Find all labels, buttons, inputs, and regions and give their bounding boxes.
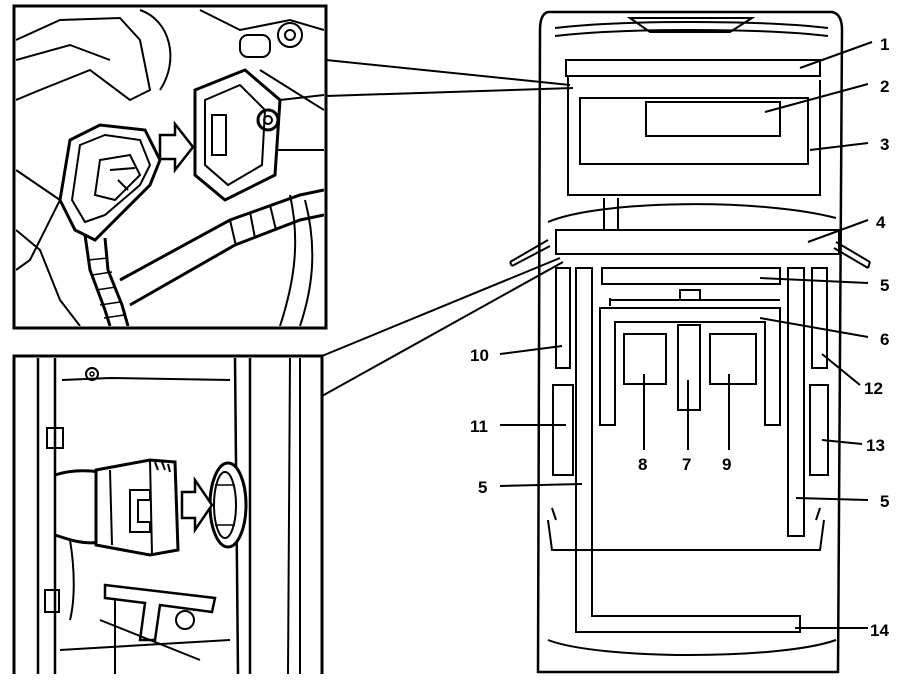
component-4-bar [555,229,840,255]
component-13-strip [809,384,829,476]
component-blocks [552,59,840,633]
insert-arrow-icon [158,120,195,174]
component-10-strip [555,267,571,369]
callout-9: 9 [722,455,731,474]
callout-labels: 1 2 3 4 5 6 12 13 5 14 10 11 5 8 7 9 [470,35,889,640]
round-connector-plug-detail-illustration [36,358,301,674]
callout-8: 8 [638,455,647,474]
inset-leader-lines [321,59,574,397]
top-inset-detail [12,4,328,330]
bottom-inset-detail [12,354,324,674]
callout-11: 11 [470,417,488,436]
component-2-module [645,101,781,137]
callout-6: 6 [880,330,889,349]
component-11-strip [552,384,574,476]
connector-plug-detail-illustration [16,9,324,326]
appliance-cabinet-outline [509,10,871,674]
component-9-module [709,333,757,385]
component-12-strip [811,267,828,369]
insert-arrow-icon [180,475,214,535]
component-14-duct [575,267,801,633]
callout-2: 2 [880,77,889,96]
callout-4: 4 [876,213,886,232]
callout-7: 7 [682,455,691,474]
callout-5-left: 5 [478,478,487,497]
component-1-bar [565,59,821,77]
component-5-right-duct [787,267,805,537]
callout-5-upper: 5 [880,276,889,295]
callout-10: 10 [470,346,489,365]
callout-14: 14 [870,621,889,640]
callout-13: 13 [866,436,885,455]
callout-5-right: 5 [880,492,889,511]
callout-3: 3 [880,135,889,154]
callout-12: 12 [864,379,883,398]
callout-1: 1 [880,35,889,54]
callout-leader-lines [499,41,873,629]
component-5-top-bar [601,267,781,285]
component-6-frame [599,307,781,426]
